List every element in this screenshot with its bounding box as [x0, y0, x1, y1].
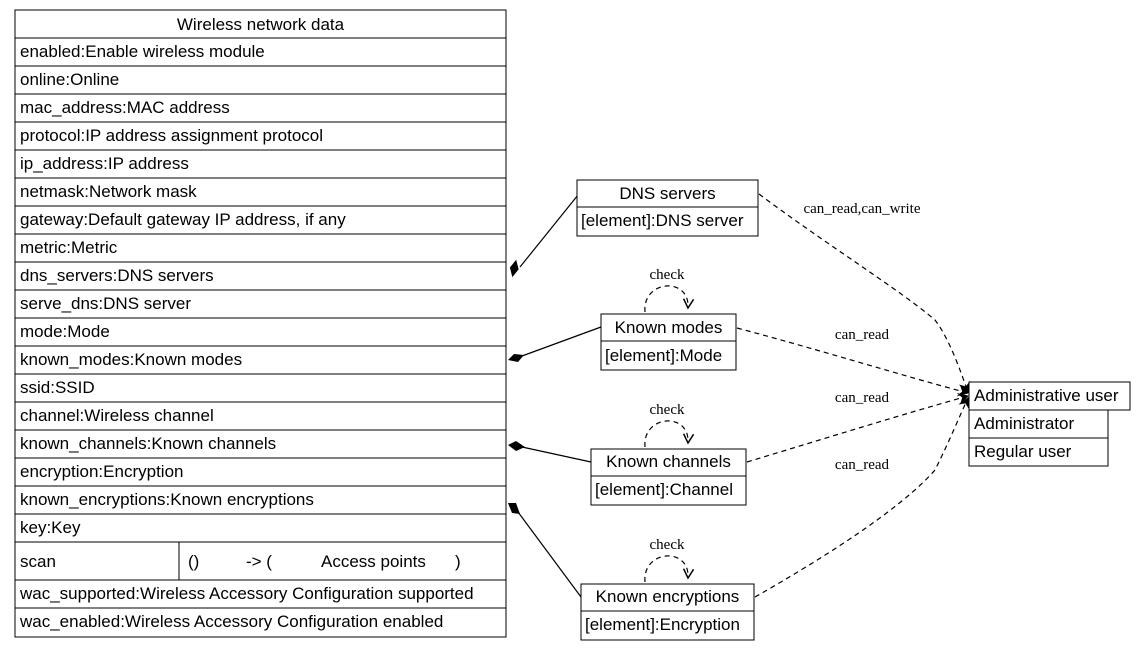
- edge-known-encryptions: [517, 511, 582, 598]
- table-row: mode:Mode: [15, 322, 506, 347]
- table-row: wac_enabled:Wireless Accessory Configura…: [19, 612, 443, 631]
- row-metric: metric:Metric: [20, 238, 118, 257]
- table-row: known_encryptions:Known encryptions: [15, 490, 506, 515]
- dns-servers-title: DNS servers: [619, 184, 715, 203]
- user-regular: Regular user: [974, 442, 1072, 461]
- table-row: gateway:Default gateway IP address, if a…: [15, 210, 506, 235]
- row-mac-address: mac_address:MAC address: [20, 98, 230, 117]
- check-loop-encryptions: [644, 555, 695, 583]
- row-known-encryptions: known_encryptions:Known encryptions: [20, 490, 314, 509]
- table-row: serve_dns:DNS server: [15, 294, 506, 319]
- table-row: protocol:IP address assignment protocol: [15, 126, 506, 151]
- known-channels-element: [element]:Channel: [595, 480, 733, 499]
- diamond-encryptions: [508, 503, 520, 514]
- row-wac-supported: wac_supported:Wireless Accessory Configu…: [19, 584, 474, 603]
- row-mode: mode:Mode: [20, 322, 110, 341]
- row-gateway: gateway:Default gateway IP address, if a…: [20, 210, 346, 229]
- row-netmask: netmask:Network mask: [20, 182, 197, 201]
- method-params: (): [188, 552, 199, 571]
- edge-dns-access: [758, 193, 971, 393]
- table-row: wac_supported:Wireless Accessory Configu…: [15, 584, 506, 609]
- row-known-modes: known_modes:Known modes: [20, 350, 242, 369]
- row-protocol: protocol:IP address assignment protocol: [20, 126, 323, 145]
- users-box: Administrative user Administrator Regula…: [968, 381, 1131, 467]
- known-channels-box: check Known channels [element]:Channel: [590, 402, 747, 506]
- row-online: online:Online: [20, 70, 119, 89]
- method-arrow: -> (: [246, 552, 272, 571]
- dns-servers-element: [element]:DNS server: [581, 211, 744, 230]
- check-label-encryptions: check: [650, 537, 685, 553]
- check-label-channels: check: [650, 402, 685, 418]
- known-modes-title: Known modes: [615, 318, 723, 337]
- users-title-cell: [968, 381, 1131, 411]
- edge-modes-access: [736, 327, 969, 397]
- table-row: known_modes:Known modes: [15, 350, 506, 375]
- diamond-modes: [508, 354, 524, 362]
- diamond-dns: [509, 259, 519, 278]
- table-row: channel:Wireless channel: [15, 406, 506, 431]
- label-dns-access: can_read,can_write: [803, 201, 920, 217]
- edge-known-channels: [521, 446, 592, 463]
- edge-encryptions-access: [754, 397, 970, 598]
- check-label-modes: check: [650, 267, 685, 283]
- wireless-network-table: Wireless network data enabled:Enable wir…: [14, 9, 507, 638]
- label-channels-access: can_read: [835, 390, 890, 406]
- method-name: scan: [20, 552, 56, 571]
- table-row: netmask:Network mask: [15, 182, 506, 207]
- table-row: dns_servers:DNS servers: [15, 266, 506, 291]
- table-row: metric:Metric: [15, 238, 506, 263]
- edge-channels-access: [746, 392, 969, 463]
- row-key: key:Key: [20, 518, 81, 537]
- method-row-scan: scan () -> ( Access points ): [15, 542, 506, 581]
- table-row: encryption:Encryption: [15, 462, 506, 487]
- known-encryptions-box: check Known encryptions [element]:Encryp…: [580, 537, 755, 641]
- row-wac-enabled: wac_enabled:Wireless Accessory Configura…: [19, 612, 443, 631]
- row-dns-servers: dns_servers:DNS servers: [20, 266, 214, 285]
- row-known-channels: known_channels:Known channels: [20, 434, 276, 453]
- table-row: mac_address:MAC address: [15, 98, 506, 123]
- row-channel: channel:Wireless channel: [20, 406, 214, 425]
- table-row: enabled:Enable wireless module: [15, 42, 506, 67]
- row-serve-dns: serve_dns:DNS server: [20, 294, 191, 313]
- known-encryptions-element: [element]:Encryption: [585, 615, 740, 634]
- method-close: ): [455, 552, 461, 571]
- row-ssid: ssid:SSID: [20, 378, 95, 397]
- known-modes-element: [element]:Mode: [605, 346, 722, 365]
- known-encryptions-title: Known encryptions: [596, 587, 740, 606]
- dns-servers-box: DNS servers [element]:DNS server: [576, 179, 759, 237]
- check-loop-channels: [644, 420, 695, 448]
- users-title: Administrative user: [974, 386, 1119, 405]
- main-table-title: Wireless network data: [177, 15, 345, 34]
- check-loop-modes: [644, 285, 695, 313]
- edge-known-modes: [521, 326, 602, 357]
- table-row: ssid:SSID: [15, 378, 506, 403]
- row-enabled: enabled:Enable wireless module: [20, 42, 265, 61]
- table-row: key:Key: [15, 518, 506, 543]
- row-ip-address: ip_address:IP address: [20, 154, 189, 173]
- known-modes-box: check Known modes [element]:Mode: [600, 267, 737, 371]
- known-channels-title: Known channels: [606, 452, 731, 471]
- table-row: known_channels:Known channels: [15, 434, 506, 459]
- method-returns: Access points: [321, 552, 426, 571]
- label-encryptions-access: can_read: [835, 457, 890, 473]
- main-table-border: [14, 9, 507, 638]
- label-modes-access: can_read: [835, 327, 890, 343]
- table-row: ip_address:IP address: [15, 154, 506, 179]
- edge-dns-servers: [519, 194, 579, 268]
- row-encryption: encryption:Encryption: [20, 462, 183, 481]
- composition-edges: [508, 194, 602, 598]
- access-edges: can_read,can_write can_read can_read can…: [736, 193, 971, 598]
- table-row: online:Online: [15, 70, 506, 95]
- user-administrator: Administrator: [974, 414, 1074, 433]
- diamond-channels: [508, 441, 525, 451]
